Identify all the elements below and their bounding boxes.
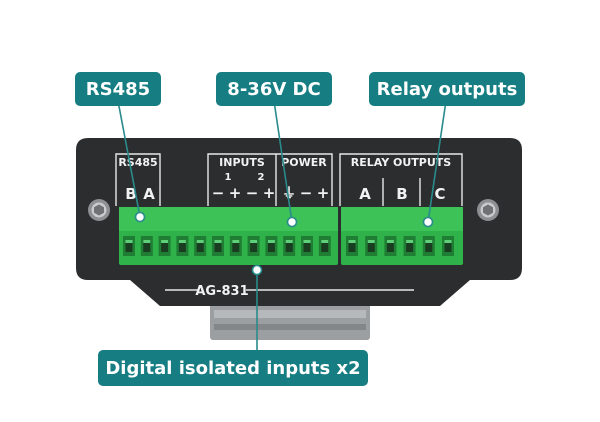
leader-relay-dot [422, 216, 434, 228]
callout-rs485: RS485 [75, 72, 161, 106]
input-1-label: 1 [225, 172, 232, 183]
terminal-slot [346, 236, 358, 256]
terminal-slot [365, 236, 378, 256]
ground-icon: ⏚ [282, 186, 296, 202]
leader-digital-dot [251, 264, 263, 276]
input-2-minus-label: − [246, 184, 259, 202]
input-1-plus-label: + [229, 184, 242, 202]
terminal-slot [301, 236, 313, 256]
terminal-slot [422, 236, 435, 256]
leader-relay [427, 100, 447, 223]
relay-a-label: A [359, 185, 371, 203]
terminal-slot [265, 236, 278, 256]
power-plus-label: + [317, 184, 330, 202]
right-screw-icon [477, 199, 499, 221]
inputs-header: INPUTS [219, 156, 265, 169]
power-header: POWER [281, 156, 327, 169]
terminal-slot [283, 236, 296, 256]
terminal-slot [442, 236, 454, 256]
terminal-slot [212, 236, 224, 256]
terminal-slot [403, 236, 416, 256]
relay-outputs-header: RELAY OUTPUTS [351, 156, 452, 169]
rs485-b-label: B [125, 185, 136, 203]
label-frames [115, 153, 463, 206]
callout-digital-inputs: Digital isolated inputs x2 [98, 350, 368, 386]
terminal-slot [123, 236, 135, 256]
terminal-slot [140, 236, 153, 256]
terminal-slot [158, 236, 171, 256]
rs485-a-label: A [143, 185, 155, 203]
terminal-slot [229, 236, 242, 256]
relay-c-label: C [434, 185, 445, 203]
leader-power-dot [286, 216, 298, 228]
left-screw-icon [88, 199, 110, 221]
terminal-slot [176, 236, 189, 256]
leader-power [273, 100, 293, 223]
terminal-slot [247, 236, 260, 256]
left-terminal-block [119, 207, 338, 265]
power-minus-label: − [300, 184, 313, 202]
right-terminal-block [341, 207, 463, 265]
input-2-label: 2 [258, 172, 265, 183]
model-label: AG-831 [195, 284, 248, 299]
relay-b-label: B [396, 185, 407, 203]
terminal-slot [318, 236, 331, 256]
callout-power: 8-36V DC [216, 72, 332, 106]
rs485-header: RS485 [118, 156, 157, 169]
leader-rs485 [117, 100, 141, 218]
leader-rs485-dot [134, 211, 146, 223]
callout-relay-outputs: Relay outputs [369, 72, 525, 106]
input-2-plus-label: + [263, 184, 276, 202]
terminal-slot [194, 236, 207, 256]
input-1-minus-label: − [212, 184, 225, 202]
terminal-slot [384, 236, 397, 256]
